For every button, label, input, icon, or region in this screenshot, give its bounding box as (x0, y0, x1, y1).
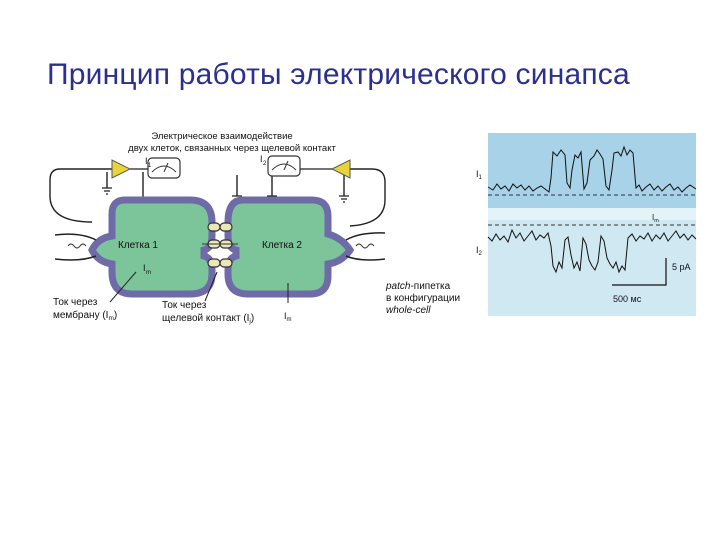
membrane-current-label-line2: мембрану (Im) (53, 309, 117, 322)
trace-1-label: I1 (476, 169, 483, 181)
trace-1-background (488, 133, 696, 208)
trace-2-background (488, 220, 696, 316)
diagram-caption-line1: Электрическое взаимодействие (151, 131, 292, 142)
slide-title: Принцип работы электрического синапса (47, 58, 630, 91)
cell-1-label: Клетка 1 (118, 240, 158, 251)
amp-label-2: I (260, 154, 263, 164)
gap-junction-channels (202, 222, 238, 268)
patch-pipettes (54, 232, 386, 261)
im-bottom-label: Im (284, 311, 292, 323)
cell-diagram: Электрическое взаимодействие двух клеток… (49, 131, 460, 325)
trace-separator-band (488, 208, 696, 220)
cell-1: Клетка 1 I m (88, 196, 216, 298)
ammeter-icon (267, 155, 301, 177)
trace-2-current (487, 228, 697, 274)
callout-arrows (109, 271, 289, 303)
amplifier-wiring (49, 168, 386, 227)
trace-1-current (487, 145, 697, 193)
trace-im-label: Im (652, 213, 659, 224)
amplifier-triangle-icon (111, 159, 132, 179)
amp-sub-2: 2 (263, 161, 267, 167)
amplifier-1: I 1 (111, 156, 181, 179)
cell-1-im-sub: m (146, 270, 151, 276)
scale-bar (612, 258, 667, 286)
gap-current-label-line2: щелевой контакт (Ij) (162, 313, 254, 325)
cell-2-label: Клетка 2 (262, 240, 302, 251)
cell-2: Клетка 2 (224, 196, 355, 298)
gap-current-label-line1: Ток через (162, 300, 207, 311)
scale-time-label: 500 мс (613, 294, 642, 304)
amplifier-2: I 2 (260, 154, 351, 179)
diagram-caption-line2: двух клеток, связанных через щелевой кон… (128, 143, 336, 154)
pipette-electrodes (67, 243, 375, 249)
patch-label-line2: в конфигурации (386, 292, 460, 304)
amp-label-1: I (145, 156, 148, 166)
scale-current-label: 5 pA (672, 262, 691, 272)
cell-1-im-label: I (143, 263, 146, 273)
amplifier-triangle-icon (330, 159, 351, 179)
trace-2-label: I2 (476, 245, 483, 257)
amp-sub-1: 1 (148, 163, 152, 169)
recording-panel: I1 I2 Im 5 pA 500 мс (476, 133, 697, 316)
patch-label-line1: patch-пипетка (385, 281, 451, 292)
membrane-current-label-line1: Ток через (53, 297, 98, 308)
patch-label-line3: whole-cell (386, 305, 431, 316)
ammeter-icon (147, 157, 181, 179)
